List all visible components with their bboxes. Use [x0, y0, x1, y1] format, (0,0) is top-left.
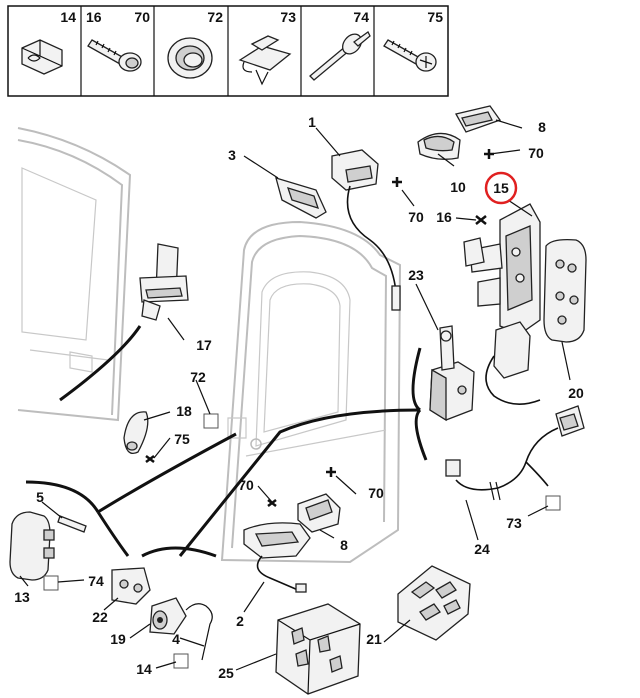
part-8-lower-lock [297, 493, 341, 533]
header-number-14: 14 [60, 9, 76, 25]
guide-curves [25, 325, 428, 558]
highlight-circle [484, 171, 518, 205]
callout-8-a: 8 [538, 119, 546, 135]
left-side-door-outline [17, 127, 132, 422]
part-10-bumper [417, 132, 461, 160]
part-24-wiring-harness [445, 405, 585, 501]
header-number-74: 74 [353, 9, 369, 25]
part-21-fastener-pack [397, 565, 471, 641]
callout-2: 2 [236, 613, 244, 629]
header-number-72: 72 [207, 9, 223, 25]
part-lower-mechanism [243, 522, 311, 593]
callout-22: 22 [92, 609, 108, 625]
callout-70-b: 70 [528, 145, 544, 161]
ref-box-73 [545, 495, 561, 511]
part-18-grip [123, 411, 149, 455]
callout-19: 19 [110, 631, 126, 647]
callout-17: 17 [196, 337, 212, 353]
rear-door-outline [220, 220, 402, 564]
callout-14: 14 [136, 661, 152, 677]
callout-18: 18 [176, 403, 192, 419]
header-number-75: 75 [427, 9, 443, 25]
callout-73: 73 [506, 515, 522, 531]
callout-16: 16 [436, 209, 452, 225]
callout-70-c: 70 [368, 485, 384, 501]
rivet-icon [309, 31, 371, 81]
part-3-inner-handle [275, 177, 327, 219]
cross-markers [145, 149, 494, 507]
part-25-clip-set [275, 603, 361, 695]
callout-13: 13 [14, 589, 30, 605]
header-number-16: 16 [86, 9, 102, 25]
callout-20: 20 [568, 385, 584, 401]
callout-8-b: 8 [340, 537, 348, 553]
callout-21: 21 [366, 631, 382, 647]
leader-lines [19, 119, 571, 671]
callout-74: 74 [88, 573, 104, 589]
callout-23: 23 [408, 267, 424, 283]
part-20-reinforcement-plate [543, 238, 587, 343]
callout-24: 24 [474, 541, 490, 557]
callout-72: 72 [190, 369, 206, 385]
callout-3: 3 [228, 147, 236, 163]
callout-70-a: 70 [408, 209, 424, 225]
header-number-70: 70 [134, 9, 150, 25]
callout-10: 10 [450, 179, 466, 195]
clip-icon [21, 39, 63, 75]
callout-1: 1 [308, 114, 316, 130]
ref-box-74 [43, 575, 59, 591]
callout-4: 4 [172, 631, 180, 647]
header-number-73: 73 [280, 9, 296, 25]
fastener-header-strip: 14 16 70 72 73 74 75 [7, 5, 449, 97]
cable-clip-icon [238, 35, 292, 86]
callout-25: 25 [218, 665, 234, 681]
callout-70-d: 70 [238, 477, 254, 493]
screw-icon [383, 39, 437, 72]
ref-box-14 [173, 653, 189, 669]
callout-75: 75 [174, 431, 190, 447]
bolt-washer-icon [87, 39, 142, 72]
part-13-fuel-flap [9, 511, 55, 581]
part-8-stop-bracket [455, 105, 502, 133]
part-5-rod [57, 515, 87, 533]
ref-box-72 [203, 413, 219, 429]
callout-15: 15 [493, 180, 509, 196]
part-15-door-lock [463, 203, 541, 335]
part-17-side-hinge [139, 243, 189, 321]
part-19-lock-cylinder [149, 597, 213, 661]
part-22-bracket [111, 567, 151, 605]
round-plug-icon [167, 37, 213, 79]
part-23-lock-actuator [429, 325, 475, 422]
callout-5: 5 [36, 489, 44, 505]
part-15-lower-motor [485, 321, 541, 405]
part-1-upper-hinge [331, 149, 401, 311]
